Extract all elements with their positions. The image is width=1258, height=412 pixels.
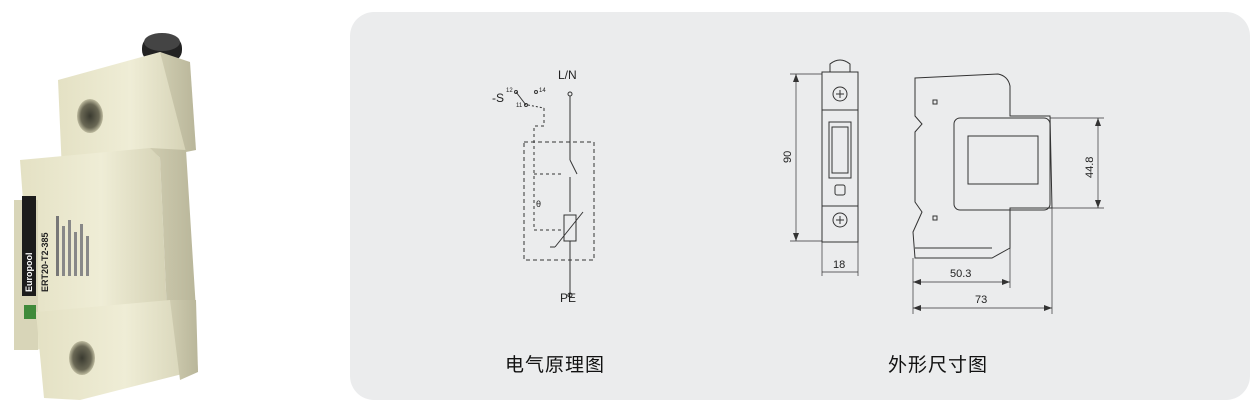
dim-depth-mid-label: 50.3 [950,268,971,280]
electrical-schematic: L/N PE θ -S 12 14 [492,68,595,305]
dimensions-caption: 外形尺寸图 [888,354,989,376]
product-label: Europool ERT20-T2-385 [22,196,89,296]
contact-label-11: 11 [516,103,523,109]
upper-screw-hole [77,99,103,133]
side-module [953,117,1051,211]
lower-terminal-block [36,300,198,400]
terminal-top-label: L/N [558,68,577,82]
terminal-top-dot [567,91,573,97]
schematic-caption: 电气原理图 [505,354,606,376]
brand-label: Europool [24,253,34,293]
signal-label: -S [492,91,504,105]
contact-label-12: 12 [506,88,513,94]
dim-depth-total-label: 73 [975,294,987,306]
top-screw [832,86,848,102]
contact-label-14: 14 [539,88,546,94]
dim-window-height-label: 44.8 [1084,157,1096,178]
disconnect-switch [569,159,578,175]
product-photo: Europool ERT20-T2-385 [14,33,198,400]
upper-terminal-block [58,52,196,172]
terminal-bottom-dot [567,292,573,298]
bottom-screw [832,212,848,228]
front-window [828,121,852,179]
front-view-drawing: 90 18 [782,59,859,276]
status-indicator [24,305,36,319]
dim-width-label: 18 [833,259,845,271]
theta-symbol: θ [536,199,541,209]
lower-screw-hole [69,341,95,375]
front-module [14,148,196,350]
terminal-bottom-label: PE [560,291,576,305]
side-window [967,135,1039,185]
diagram-panel: L/N PE θ -S 12 14 [350,12,1250,400]
protector-enclosure [523,141,595,261]
model-label: ERT20-T2-385 [40,232,50,292]
dim-height-label: 90 [782,151,794,163]
side-view-drawing: 44.8 50.3 73 [912,73,1104,314]
